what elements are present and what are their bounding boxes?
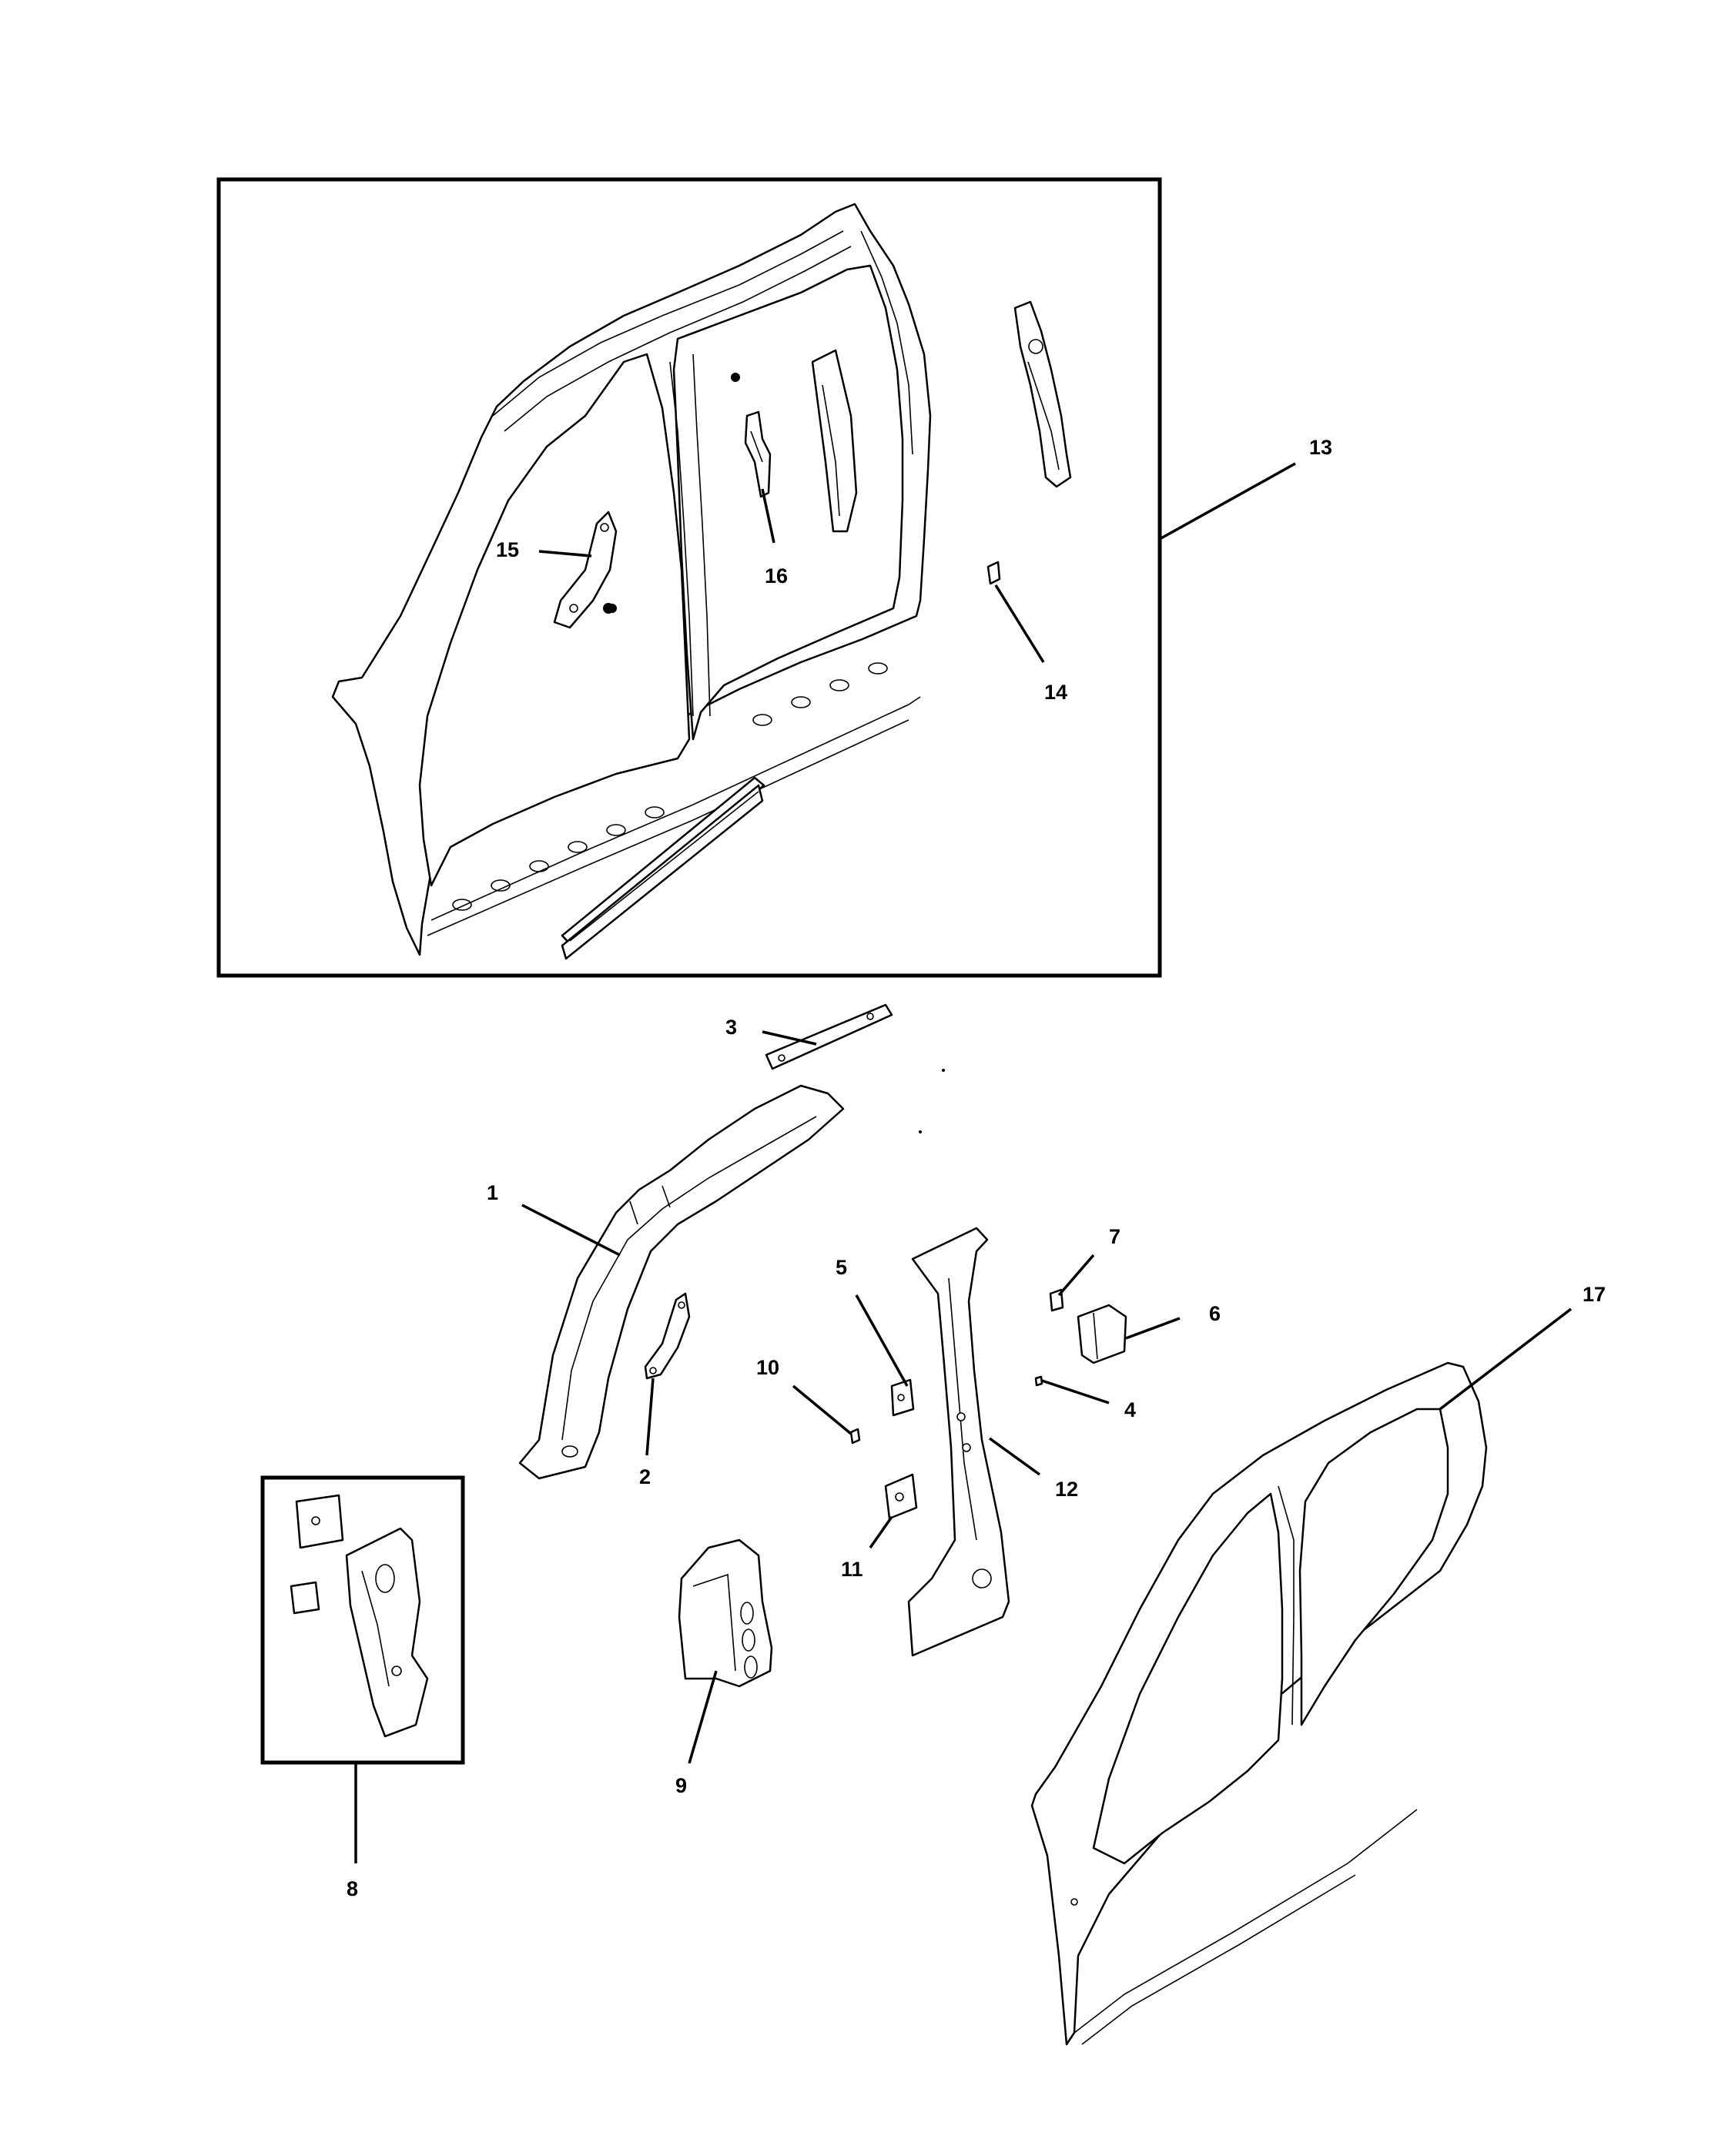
part-13-rear-pillar-reinforcement [811, 349, 858, 533]
callout-15: 15 [496, 538, 519, 561]
part-10-clip [849, 1428, 861, 1445]
callout-7: 7 [1109, 1225, 1120, 1248]
callout-13: 13 [1309, 436, 1332, 459]
leader-15 [538, 550, 592, 557]
callout-1: 1 [487, 1181, 498, 1204]
leader-11 [869, 1515, 893, 1549]
callout-10: 10 [756, 1356, 779, 1379]
callout-14: 14 [1044, 681, 1067, 704]
callout-16: 16 [765, 564, 788, 588]
dot-small-2 [919, 1130, 922, 1133]
part-17-body-side-outer [1030, 1361, 1488, 2046]
callout-9: 9 [675, 1774, 687, 1797]
part-5-plate [890, 1378, 915, 1417]
part-15-bracket [553, 511, 618, 629]
part-9-hinge-pillar-inner [678, 1538, 773, 1688]
leader-9 [688, 1670, 718, 1764]
leader-4 [1041, 1379, 1110, 1404]
callout-labels: 13 14 15 16 3 1 2 5 10 11 12 7 6 4 9 8 1… [347, 436, 1606, 1900]
part-4-pin [1034, 1375, 1043, 1387]
leader-3 [762, 1030, 817, 1046]
dot-small-1 [942, 1069, 945, 1072]
leader-6 [1125, 1317, 1181, 1340]
callout-11: 11 [841, 1558, 863, 1581]
leader-5 [855, 1294, 909, 1387]
leader-13 [1159, 462, 1296, 541]
part-11-plate [884, 1473, 918, 1520]
leader-17 [1439, 1307, 1573, 1411]
callout-2: 2 [639, 1465, 651, 1488]
part-8-hinge-pillar-assembly [290, 1494, 429, 1738]
leader-12 [988, 1437, 1041, 1476]
part-13-quarter-inner-reinforcement [1013, 300, 1072, 488]
part-13-body-side-aperture-panel [331, 203, 932, 956]
part-3-plate [765, 1003, 893, 1070]
leader-2 [645, 1378, 655, 1456]
callout-12: 12 [1055, 1478, 1078, 1501]
leader-14 [994, 584, 1045, 663]
part-12-b-pillar [907, 1227, 1010, 1657]
rocker-holes-13 [452, 662, 888, 911]
callout-3: 3 [725, 1016, 737, 1039]
callout-8: 8 [347, 1877, 358, 1900]
leader-1 [521, 1204, 621, 1257]
assembly-13-frame [216, 177, 1162, 978]
assembly-8-frame [260, 1475, 465, 1765]
part-2-bracket [644, 1292, 691, 1380]
part-14-clip [986, 561, 1001, 585]
leader-lines [354, 462, 1573, 1863]
leader-16 [761, 488, 775, 544]
leader-10 [792, 1384, 852, 1435]
part-16-bracket [744, 410, 772, 498]
part-1-a-pillar-roof-rail [518, 1084, 845, 1480]
part-13-sill-reinforcement [561, 776, 765, 960]
part-6-bracket [1077, 1304, 1127, 1364]
callout-6: 6 [1209, 1302, 1221, 1325]
callout-17: 17 [1583, 1283, 1606, 1306]
callout-5: 5 [836, 1256, 847, 1279]
leader-7 [1057, 1254, 1095, 1297]
callout-4: 4 [1124, 1398, 1136, 1421]
